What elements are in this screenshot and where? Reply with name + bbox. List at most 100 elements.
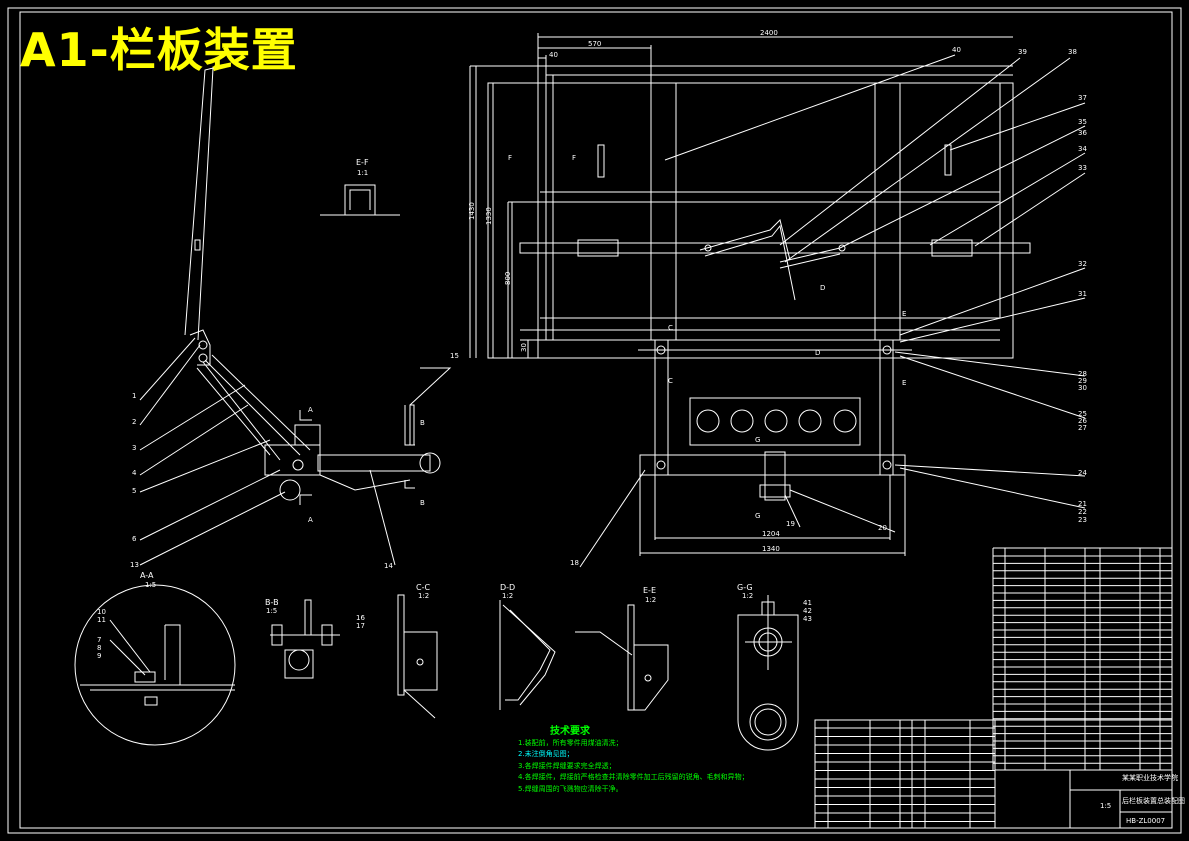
- svg-text:25: 25: [1078, 410, 1087, 418]
- svg-text:34: 34: [1078, 145, 1087, 153]
- svg-text:20: 20: [878, 524, 887, 532]
- drawing-title: A1-栏板装置: [20, 23, 298, 77]
- svg-text:G: G: [755, 436, 760, 444]
- svg-text:1:1: 1:1: [357, 169, 368, 177]
- svg-text:5: 5: [132, 487, 136, 495]
- svg-text:17: 17: [356, 622, 365, 630]
- svg-text:7: 7: [97, 636, 101, 644]
- svg-text:23: 23: [1078, 516, 1087, 524]
- svg-text:32: 32: [1078, 260, 1087, 268]
- svg-text:E: E: [902, 310, 906, 318]
- svg-text:F: F: [572, 154, 576, 162]
- section-cc: C-C 1:2: [397, 583, 438, 719]
- svg-text:13: 13: [130, 561, 139, 569]
- svg-text:A: A: [308, 516, 313, 524]
- svg-text:33: 33: [1078, 164, 1087, 172]
- drawing-number: HB-ZL0007: [1126, 817, 1165, 825]
- svg-text:D: D: [815, 349, 820, 357]
- svg-text:1:2: 1:2: [418, 592, 429, 600]
- front-view: [469, 33, 1086, 568]
- side-view: [139, 67, 452, 566]
- svg-text:B: B: [420, 499, 425, 507]
- svg-text:28: 28: [1078, 370, 1087, 378]
- svg-text:1:5: 1:5: [266, 607, 277, 615]
- tech-item: 4.各焊接件，焊接前严格检查并清除零件加工后残留的锐角、毛刺和异物；: [518, 773, 749, 781]
- svg-text:40: 40: [952, 46, 961, 54]
- svg-text:24: 24: [1078, 469, 1087, 477]
- svg-text:43: 43: [803, 615, 812, 623]
- svg-text:D: D: [820, 284, 825, 292]
- svg-text:1340: 1340: [762, 545, 780, 553]
- svg-text:10: 10: [97, 608, 106, 616]
- svg-text:30: 30: [520, 343, 528, 352]
- svg-text:36: 36: [1078, 129, 1087, 137]
- svg-text:29: 29: [1078, 377, 1087, 385]
- svg-text:C: C: [668, 324, 673, 332]
- svg-text:D-D: D-D: [500, 583, 515, 592]
- section-gg: G-G 1:2: [737, 583, 799, 751]
- svg-text:14: 14: [384, 562, 393, 570]
- svg-text:38: 38: [1068, 48, 1077, 56]
- tech-item: 5.焊缝周围的飞溅物应清除干净。: [518, 784, 623, 793]
- svg-text:1:2: 1:2: [502, 592, 513, 600]
- school-name: 某某职业技术学院: [1122, 773, 1178, 782]
- svg-text:A: A: [308, 406, 313, 414]
- section-dd: D-D 1:2: [499, 583, 556, 710]
- svg-text:G: G: [755, 512, 760, 520]
- svg-text:3: 3: [132, 444, 136, 452]
- tech-item: 3.各焊接件焊缝要求完全焊透；: [518, 761, 616, 770]
- svg-text:8: 8: [97, 644, 101, 652]
- title-block: 某某职业技术学院 后栏板装置总装配图 HB-ZL0007 1:5: [814, 719, 1185, 829]
- drawing-name: 后栏板装置总装配图: [1122, 796, 1185, 805]
- svg-text:30: 30: [1078, 384, 1087, 392]
- section-ee: E-E 1:2: [575, 586, 669, 711]
- svg-text:6: 6: [132, 535, 137, 543]
- section-bb: B-B 1:5: [265, 598, 340, 679]
- svg-text:37: 37: [1078, 94, 1087, 102]
- svg-text:A-A: A-A: [140, 571, 154, 580]
- svg-text:570: 570: [588, 40, 601, 48]
- svg-text:1204: 1204: [762, 530, 780, 538]
- dimension-labels: 2400 570 40 1430 1330 800 30 1204 1340: [468, 29, 780, 553]
- svg-text:1:5: 1:5: [145, 581, 156, 589]
- svg-text:21: 21: [1078, 500, 1087, 508]
- svg-text:G-G: G-G: [737, 583, 753, 592]
- svg-text:22: 22: [1078, 508, 1087, 516]
- scale: 1:5: [1100, 802, 1111, 810]
- parts-list-table: [815, 547, 1173, 828]
- tech-heading: 技术要求: [550, 726, 590, 737]
- svg-text:9: 9: [97, 652, 101, 660]
- cut-markers: A A B B C C D D E E F F G G: [308, 154, 906, 524]
- svg-text:B-B: B-B: [265, 598, 279, 607]
- svg-text:C: C: [668, 377, 673, 385]
- svg-text:19: 19: [786, 520, 795, 528]
- svg-text:E-E: E-E: [643, 586, 656, 595]
- svg-text:B: B: [420, 419, 425, 427]
- svg-text:1330: 1330: [485, 207, 493, 225]
- svg-text:800: 800: [504, 272, 512, 285]
- svg-text:E-F: E-F: [356, 158, 369, 167]
- svg-text:C-C: C-C: [416, 583, 430, 592]
- svg-text:15: 15: [450, 352, 459, 360]
- drawing-frame: [19, 11, 1173, 829]
- svg-text:26: 26: [1078, 417, 1087, 425]
- section-aa: A-A 1:5: [74, 571, 236, 746]
- svg-text:F: F: [508, 154, 512, 162]
- svg-text:2400: 2400: [760, 29, 778, 37]
- svg-text:1430: 1430: [468, 202, 476, 220]
- svg-text:31: 31: [1078, 290, 1087, 298]
- svg-text:11: 11: [97, 616, 106, 624]
- svg-text:E: E: [902, 379, 906, 387]
- svg-text:1:2: 1:2: [645, 596, 656, 604]
- svg-text:42: 42: [803, 607, 812, 615]
- section-ef: E-F 1:1: [320, 158, 400, 216]
- svg-text:40: 40: [549, 51, 558, 59]
- svg-text:2: 2: [132, 418, 136, 426]
- svg-text:4: 4: [132, 469, 137, 477]
- svg-text:41: 41: [803, 599, 812, 607]
- technical-requirements: 技术要求 1.装配前，所有零件用煤油清洗； 2.未注倒角见图； 3.各焊接件焊缝…: [518, 726, 749, 795]
- tech-item: 2.未注倒角见图；: [518, 750, 574, 758]
